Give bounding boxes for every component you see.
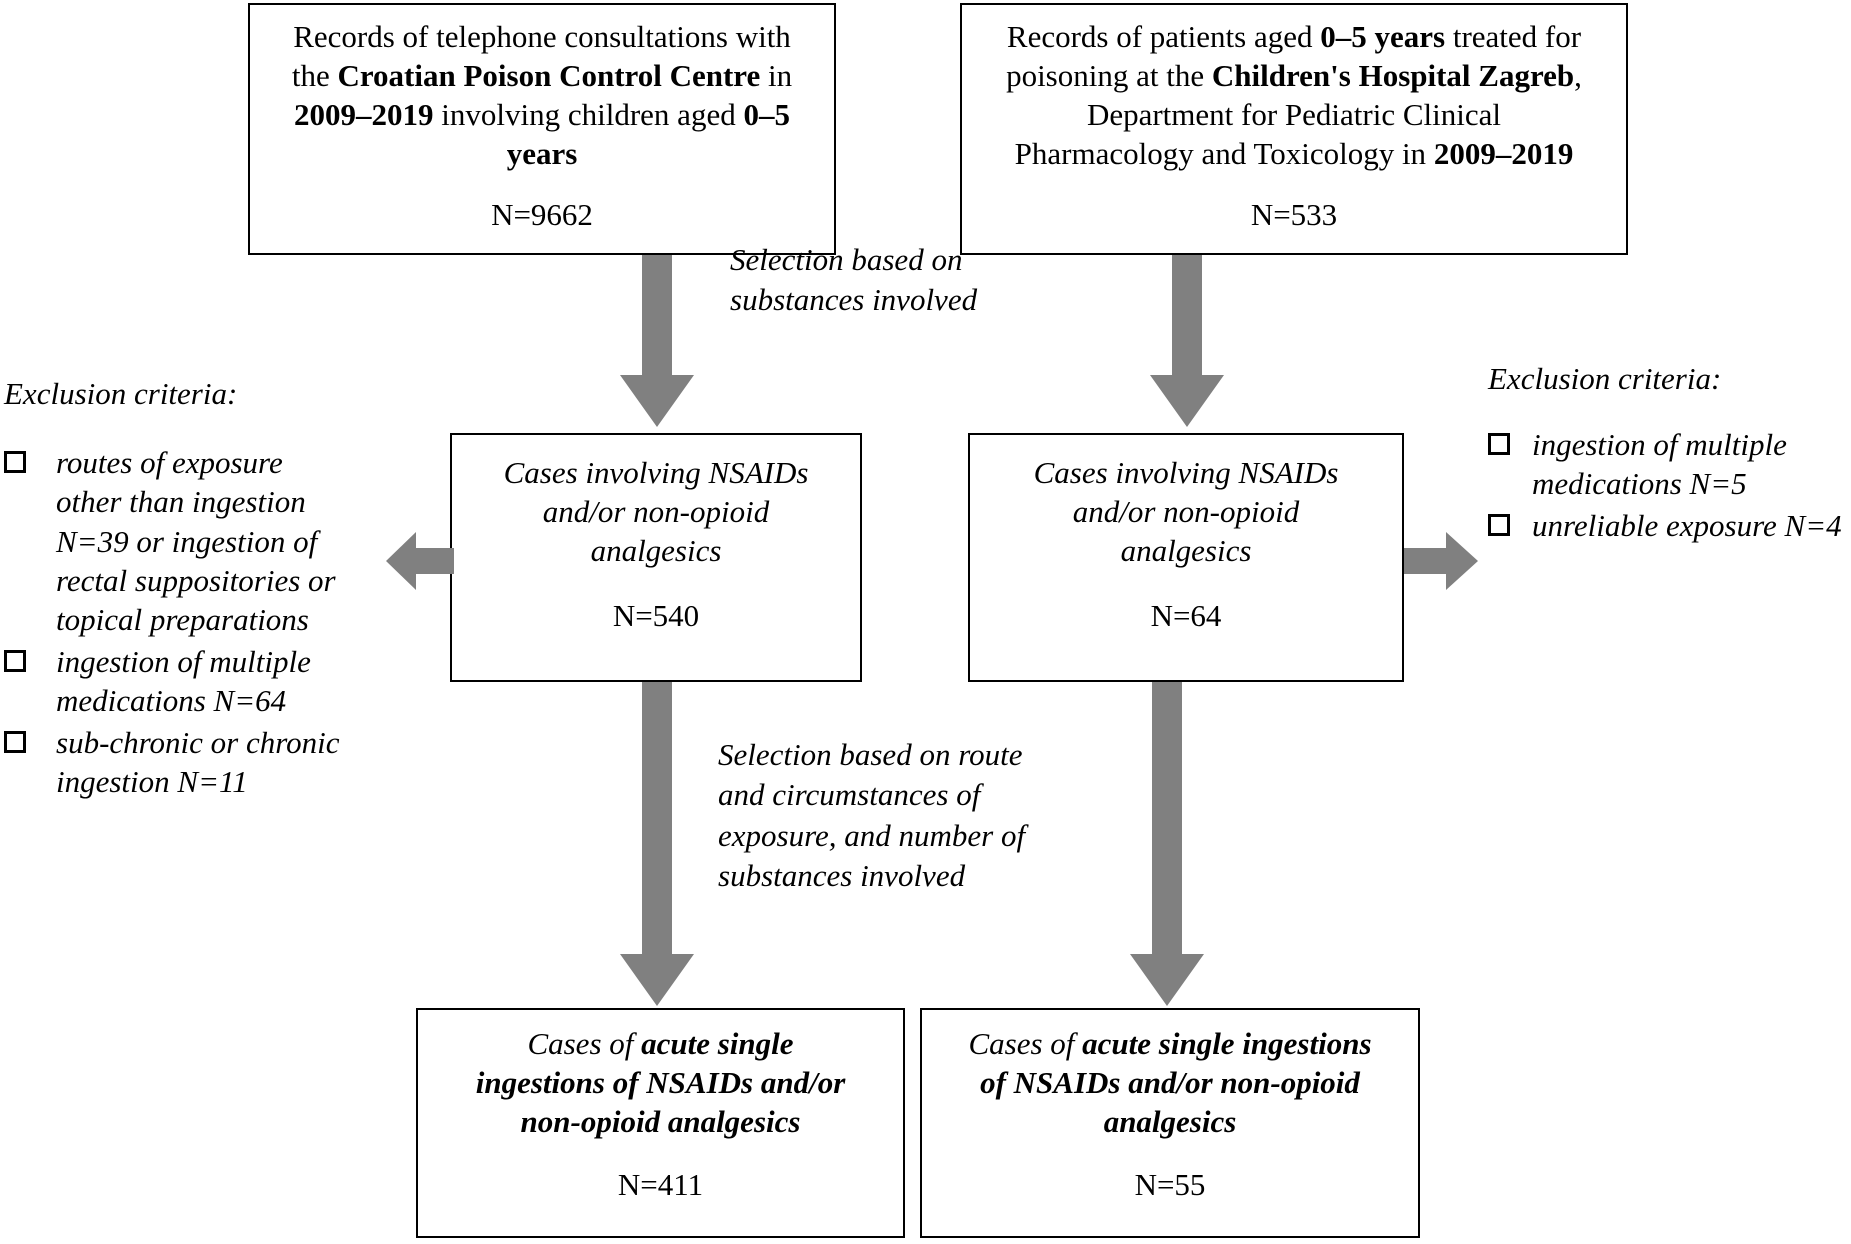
arrow-down-left-top <box>620 255 694 427</box>
exclusion-left-item-2: ingestion of multiple medications N=64 <box>4 642 384 721</box>
br-line3b: analgesics <box>1103 1104 1237 1140</box>
box-top-left-count: N=9662 <box>491 197 593 233</box>
checkbox-icon[interactable] <box>4 649 26 672</box>
tr-line1b: 0–5 years <box>1320 19 1446 54</box>
tr-line4a: Pharmacology and Toxicology in <box>1014 136 1434 172</box>
tr-line1c: treated for <box>1445 19 1582 54</box>
arrow-right-exclusion <box>1404 532 1478 590</box>
exclusion-right-title: Exclusion criteria: <box>1488 361 1722 396</box>
exclusion-right-item-1: ingestion of multiple medications N=5 <box>1488 425 1851 504</box>
box-bottom-left-text: Cases of acute single ingestions of NSAI… <box>476 1024 846 1141</box>
box-mid-right-text: Cases involving NSAIDs and/or non-opioid… <box>1034 453 1339 570</box>
box-mid-left-count: N=540 <box>612 598 700 634</box>
exclusion-right-item-2-text: unreliable exposure N=4 <box>1532 507 1842 543</box>
tl-line2c: in <box>760 58 793 94</box>
box-top-left-text: Records of telephone consultations with … <box>292 17 792 173</box>
exclusion-left-title: Exclusion criteria: <box>4 376 238 411</box>
bl-line3b: non-opioid analgesics <box>520 1104 801 1140</box>
box-bottom-right-count: N=55 <box>1134 1167 1206 1203</box>
br-line1a: Cases of <box>968 1026 1083 1061</box>
bl-line2b: ingestions of NSAIDs and/or <box>475 1065 846 1101</box>
ml-line3: analgesics <box>590 533 722 569</box>
checkbox-icon[interactable] <box>4 451 26 473</box>
tl-line3b: involving children aged <box>433 97 744 133</box>
exclusion-left-item-2-text: ingestion of multiple medications N=64 <box>56 643 311 719</box>
exclusion-right-list: ingestion of multiple medications N=5 un… <box>1488 425 1851 547</box>
bl-line1a: Cases of <box>527 1026 642 1061</box>
tl-line2a: the <box>291 58 338 94</box>
tl-line4a: years <box>506 136 578 172</box>
mr-line1: Cases involving NSAIDs <box>1033 455 1339 490</box>
checkbox-icon[interactable] <box>1488 433 1510 455</box>
box-bottom-right-text: Cases of acute single ingestions of NSAI… <box>968 1024 1371 1141</box>
box-bottom-left-acute-single: Cases of acute single ingestions of NSAI… <box>416 1008 905 1238</box>
exclusion-left-list: routes of exposure other than ingestion … <box>4 443 384 803</box>
ml-line2: and/or non-opioid <box>542 494 770 530</box>
box-mid-left-cases-nsaids: Cases involving NSAIDs and/or non-opioid… <box>450 433 862 682</box>
label-selection-route: Selection based on route and circumstanc… <box>718 737 1026 893</box>
exclusion-right-item-1-text: ingestion of multiple medications N=5 <box>1532 427 1787 502</box>
arrow-left-exclusion <box>386 532 454 590</box>
arrow-down-right-bottom <box>1130 682 1204 1006</box>
exclusion-left-item-1: routes of exposure other than ingestion … <box>4 443 384 640</box>
tr-line2a: poisoning at the <box>1006 58 1212 94</box>
box-top-right-records-hospital: Records of patients aged 0–5 years treat… <box>960 3 1628 255</box>
tr-line3a: Department for Pediatric Clinical <box>1086 97 1502 133</box>
box-bottom-left-count: N=411 <box>617 1167 704 1203</box>
box-mid-right-cases-nsaids: Cases involving NSAIDs and/or non-opioid… <box>968 433 1404 682</box>
box-mid-right-count: N=64 <box>1150 598 1222 634</box>
tr-line2b: Children's Hospital Zagreb <box>1211 58 1575 94</box>
br-line2b: of NSAIDs and/or non-opioid <box>980 1065 1360 1101</box>
tl-line2b: Croatian Poison Control Centre <box>337 58 761 94</box>
label-selection-substances: Selection based on substances involved <box>730 242 978 318</box>
arrow-down-right-top <box>1150 255 1224 427</box>
mr-line3: analgesics <box>1120 533 1252 569</box>
tl-line1: Records of telephone consultations with <box>293 19 791 54</box>
br-line1b: acute single ingestions <box>1082 1026 1372 1061</box>
box-mid-left-text: Cases involving NSAIDs and/or non-opioid… <box>504 453 809 570</box>
tr-line4b: 2009–2019 <box>1433 136 1574 172</box>
tr-line2c: , <box>1574 58 1582 94</box>
ml-line1: Cases involving NSAIDs <box>503 455 809 490</box>
box-top-right-count: N=533 <box>1250 197 1338 233</box>
mr-line2: and/or non-opioid <box>1072 494 1300 530</box>
exclusion-left-item-3-text: sub-chronic or chronic ingestion N=11 <box>56 724 340 799</box>
tl-line3a: 2009–2019 <box>294 97 434 133</box>
arrow-down-left-bottom <box>620 682 694 1006</box>
exclusion-right-item-2: unreliable exposure N=4 <box>1488 506 1851 545</box>
checkbox-icon[interactable] <box>1488 513 1510 536</box>
checkbox-icon[interactable] <box>4 730 26 753</box>
tr-line1a: Records of patients aged <box>1006 19 1321 54</box>
tl-line3c: 0–5 <box>743 97 790 133</box>
bl-line1b: acute single <box>641 1026 794 1061</box>
box-bottom-right-acute-single: Cases of acute single ingestions of NSAI… <box>920 1008 1420 1238</box>
box-top-right-text: Records of patients aged 0–5 years treat… <box>1006 17 1582 173</box>
box-top-left-records-poison-centre: Records of telephone consultations with … <box>248 3 836 255</box>
exclusion-left-item-3: sub-chronic or chronic ingestion N=11 <box>4 723 384 802</box>
exclusion-left-item-1-text: routes of exposure other than ingestion … <box>56 445 336 638</box>
